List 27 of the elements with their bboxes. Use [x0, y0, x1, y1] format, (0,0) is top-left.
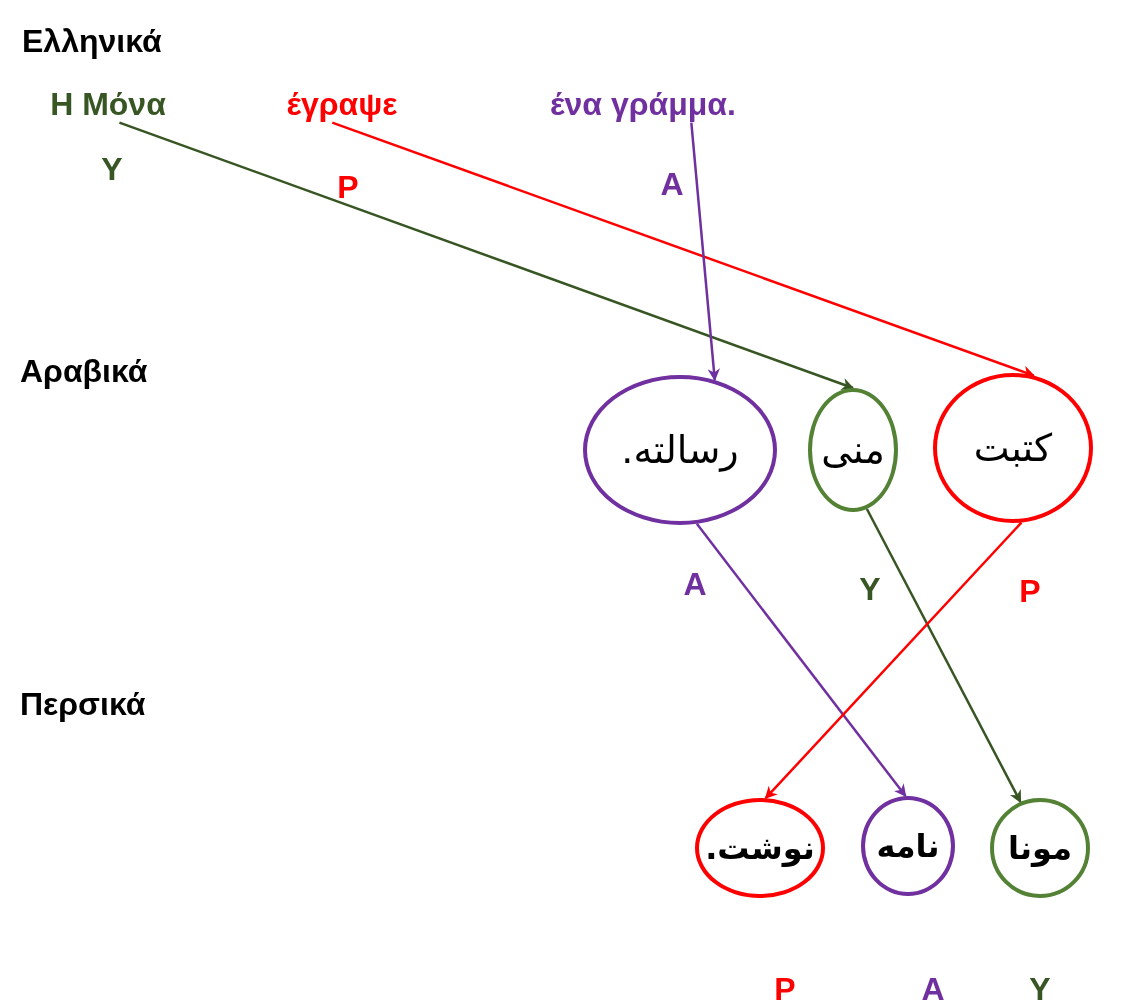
arrow	[119, 121, 855, 391]
role-letter: P	[337, 170, 359, 206]
role-letter: Y	[1029, 972, 1051, 1006]
greek-word: ένα γράμμα.	[550, 87, 736, 123]
arrow	[695, 523, 907, 798]
arrow	[865, 508, 1022, 804]
persian-word-circle: نامه	[861, 796, 955, 896]
role-letter: Y	[859, 572, 881, 608]
arrow	[764, 521, 1023, 800]
persian-word-circle: مونا	[990, 798, 1090, 898]
greek-word: Η Μόνα	[50, 87, 166, 123]
arrow	[690, 122, 720, 382]
language-heading: Περσικά	[20, 687, 146, 723]
role-letter: Y	[101, 152, 123, 188]
arrow	[331, 121, 1035, 378]
greek-word: έγραψε	[286, 87, 398, 123]
arabic-word-circle: كتبت	[933, 373, 1093, 523]
role-letter: P	[774, 972, 796, 1006]
role-letter: A	[683, 567, 707, 603]
language-heading: Αραβικά	[20, 354, 148, 390]
language-heading: Ελληνικά	[22, 24, 162, 60]
role-letter: A	[921, 972, 945, 1006]
arabic-word-circle: رسالته.	[583, 375, 777, 525]
role-letter: A	[660, 167, 684, 203]
persian-word-circle: نوشت.	[695, 798, 825, 898]
role-letter: P	[1019, 574, 1041, 610]
arabic-word-circle: منى	[808, 388, 898, 512]
